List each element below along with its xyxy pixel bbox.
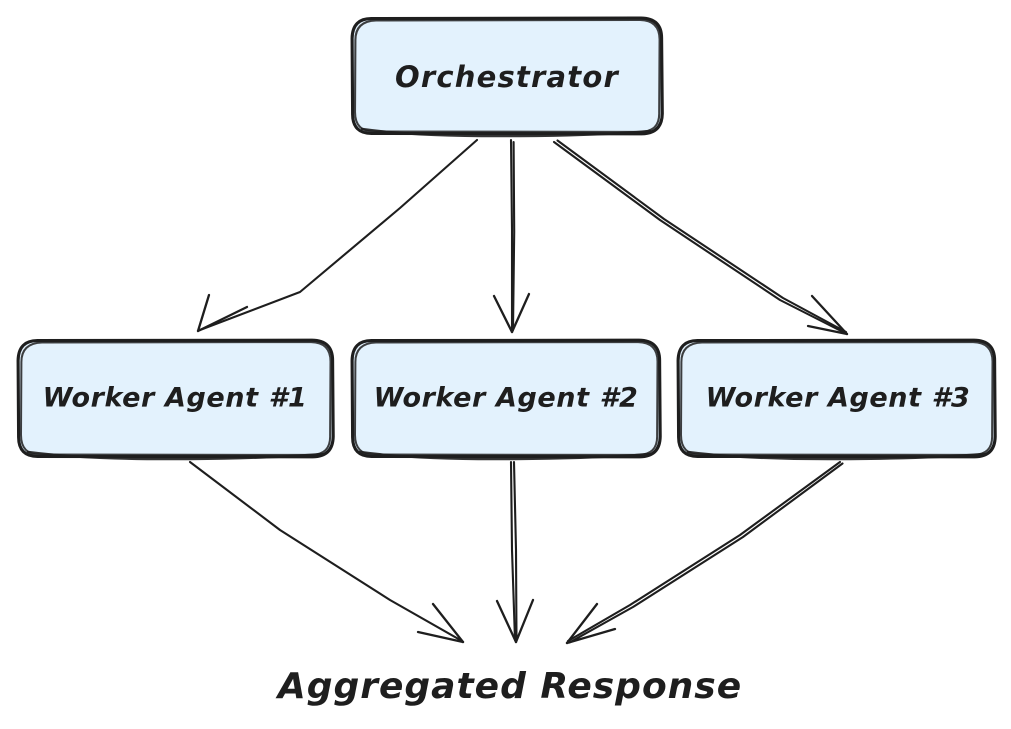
edge-worker1-to-aggregated[interactable] xyxy=(188,460,465,644)
node-label-worker3: Worker Agent #3 xyxy=(706,383,971,414)
node-label-worker1: Worker Agent #1 xyxy=(43,383,308,414)
edges-layer xyxy=(188,138,849,645)
node-worker3[interactable]: Worker Agent #3 xyxy=(676,338,997,461)
node-aggregated-response[interactable]: Aggregated Response xyxy=(275,666,742,707)
node-label-worker2: Worker Agent #2 xyxy=(374,383,639,414)
edge-orchestrator-to-worker2[interactable] xyxy=(492,138,531,334)
edge-orchestrator-to-worker3[interactable] xyxy=(552,139,849,336)
edge-worker2-to-aggregated[interactable] xyxy=(495,460,535,644)
node-worker2[interactable]: Worker Agent #2 xyxy=(350,338,662,461)
edge-worker3-to-aggregated[interactable] xyxy=(565,460,844,645)
node-worker1[interactable]: Worker Agent #1 xyxy=(16,338,335,461)
node-orchestrator[interactable]: Orchestrator xyxy=(350,16,664,138)
label-aggregated-response: Aggregated Response xyxy=(275,666,742,707)
node-label-orchestrator: Orchestrator xyxy=(395,60,619,94)
edge-orchestrator-to-worker1[interactable] xyxy=(196,138,479,333)
